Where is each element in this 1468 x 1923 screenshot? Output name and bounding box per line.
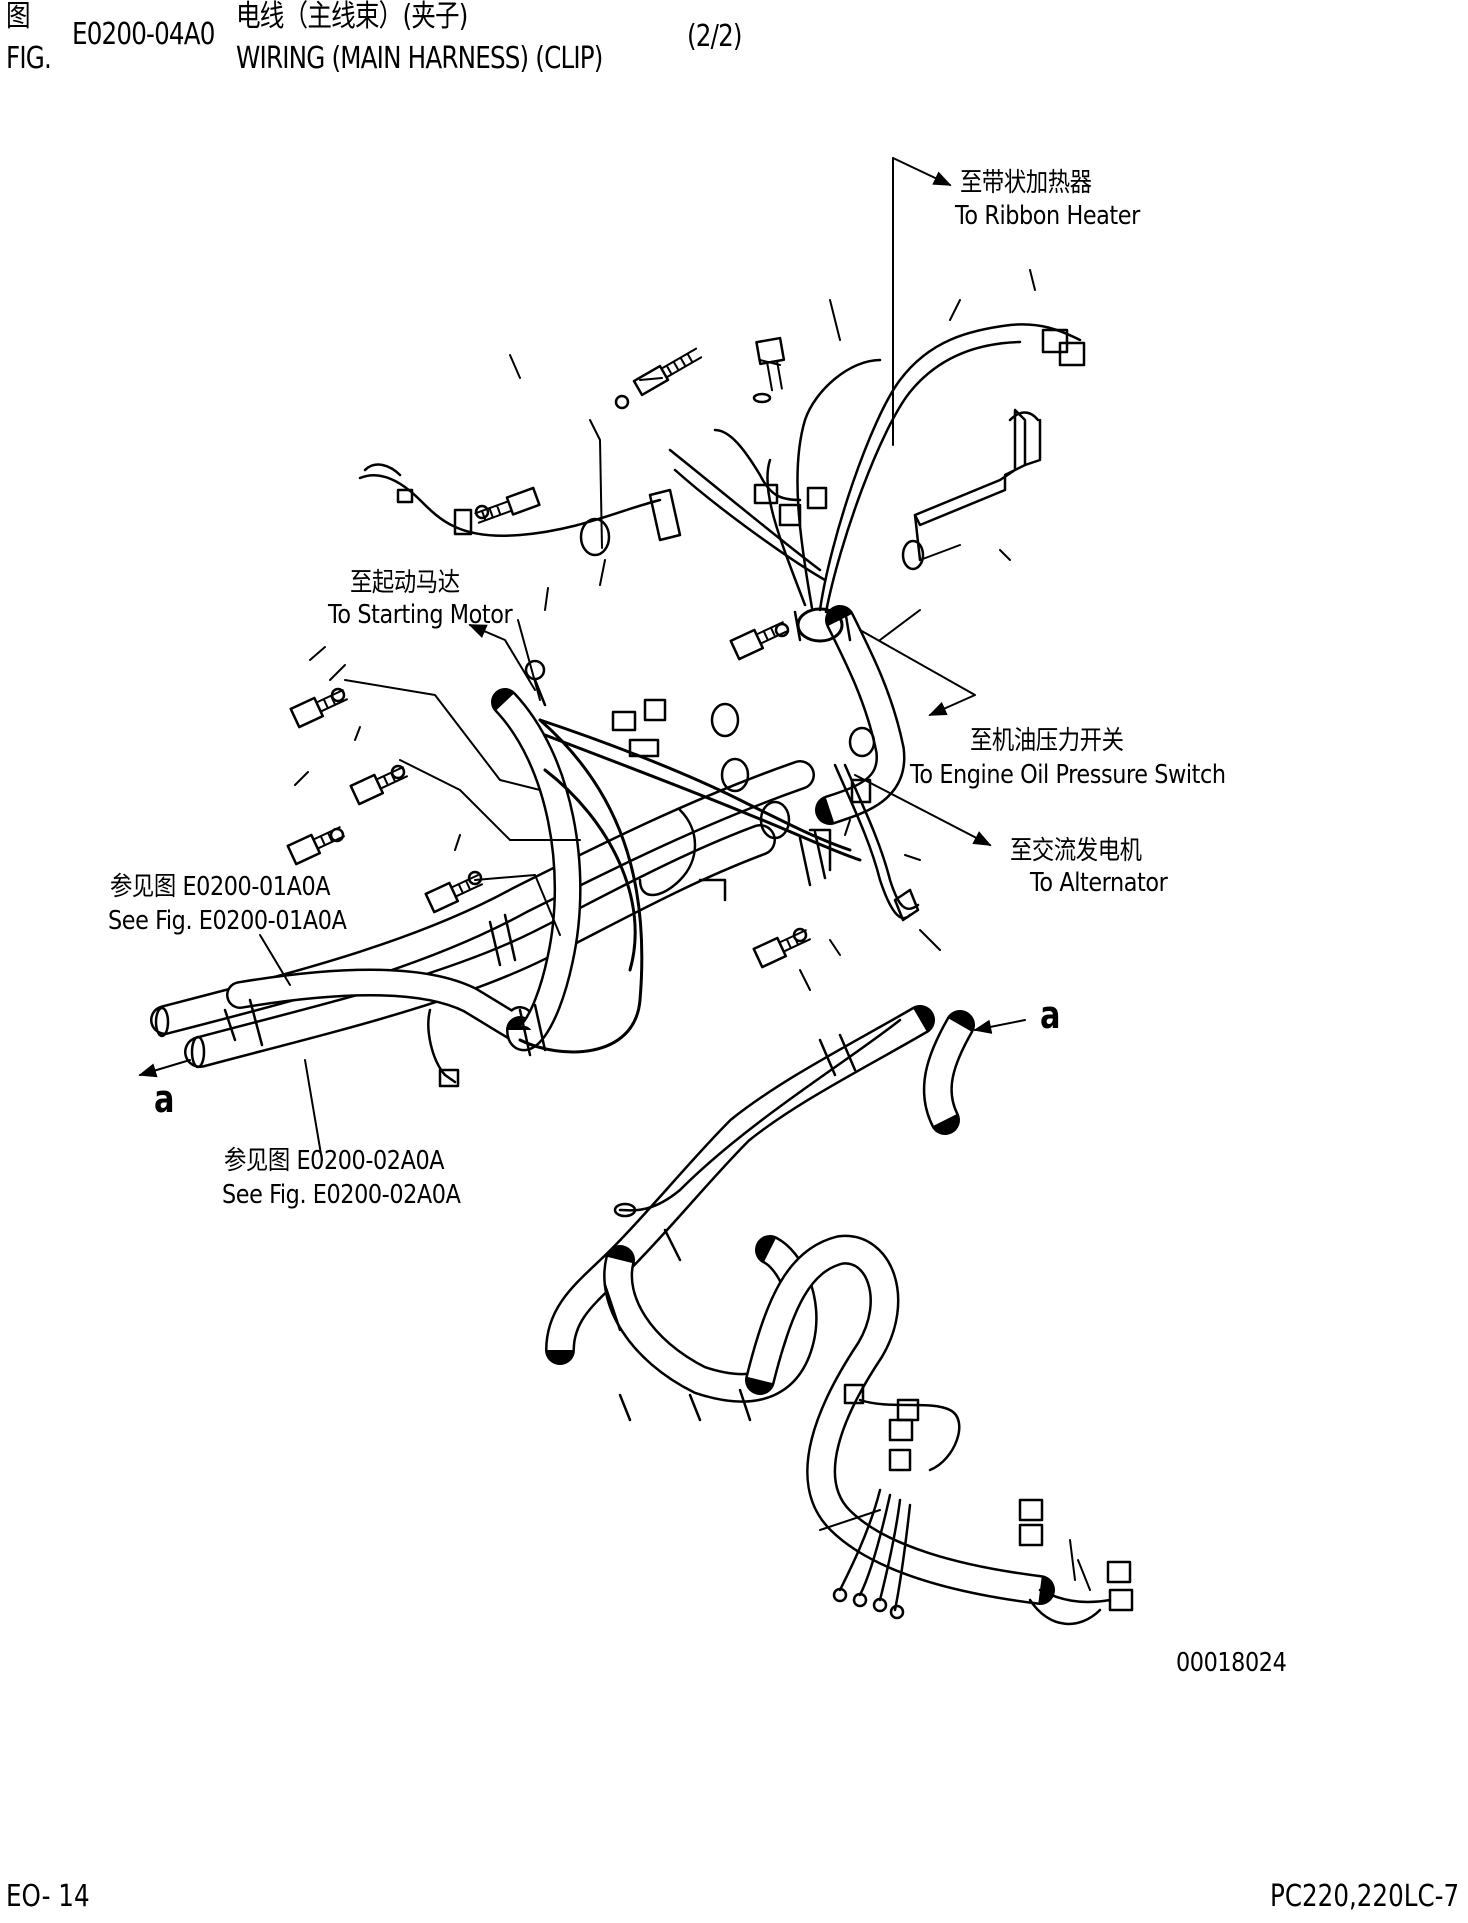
fig-label-cn: 图 xyxy=(6,0,31,34)
label-see-fig-02-cn: 参见图 E0200-02A0A xyxy=(224,1146,445,1176)
label-see-fig-02-en: See Fig. E0200-02A0A xyxy=(222,1180,461,1210)
image-code: 00018024 xyxy=(1176,1648,1287,1678)
bolt-5 xyxy=(349,766,408,806)
label-see-fig-01-cn: 参见图 E0200-01A0A xyxy=(110,872,331,902)
leader-lines xyxy=(259,269,1036,1161)
fig-label-en: FIG. xyxy=(6,41,52,76)
label-alternator-en: To Alternator xyxy=(1030,868,1168,898)
wire-bundle-center xyxy=(538,698,862,902)
label-oil-pressure-cn: 至机油压力开关 xyxy=(970,726,1124,756)
label-see-fig-01-en: See Fig. E0200-01A0A xyxy=(108,906,347,936)
label-oil-pressure-en: To Engine Oil Pressure Switch xyxy=(910,760,1226,790)
lower-connectors xyxy=(819,1383,1134,1626)
page-indicator: (2/2) xyxy=(687,19,743,54)
bolts xyxy=(286,336,811,969)
central-clamp xyxy=(793,607,852,643)
footer-page-id: EO- 14 xyxy=(6,1879,90,1914)
bolt-3 xyxy=(755,336,786,392)
fig-number: E0200-04A0 xyxy=(72,17,215,52)
marker-a-left: a xyxy=(154,1077,175,1121)
label-starting-motor-cn: 至起动马达 xyxy=(350,568,460,598)
label-alternator-cn: 至交流发电机 xyxy=(1010,836,1142,866)
harness-left-end xyxy=(138,998,460,1088)
title-cn: 电线（主线束）(夹子) xyxy=(236,0,468,34)
wires-alternator xyxy=(833,726,920,922)
harness-vertical-right xyxy=(815,605,906,825)
label-ribbon-heater-cn: 至带状加热器 xyxy=(960,168,1092,198)
wires-ribbon-heater xyxy=(766,323,1086,614)
bolt-6 xyxy=(286,826,345,866)
bolt-1 xyxy=(632,347,703,397)
bolt-8 xyxy=(729,621,788,661)
clamps-upper xyxy=(488,830,827,1057)
footer-model: PC220,220LC-7 xyxy=(1270,1879,1460,1914)
label-starting-motor-en: To Starting Motor xyxy=(328,600,513,630)
title-en: WIRING (MAIN HARNESS) (CLIP) xyxy=(236,41,603,76)
sensor-assembly-top-left xyxy=(358,448,827,582)
main-harness-lower xyxy=(545,1005,1055,1605)
cable-top-middle xyxy=(713,428,828,527)
bolt-4 xyxy=(289,689,348,729)
label-ribbon-heater-en: To Ribbon Heater xyxy=(955,201,1140,231)
ribbon-heater-pointer xyxy=(892,157,952,446)
marker-a-right: a xyxy=(1040,993,1061,1037)
bolt-7 xyxy=(424,874,483,914)
harness-loop-starting-motor xyxy=(491,688,644,1054)
bolt-2 xyxy=(474,486,541,524)
washer-1 xyxy=(614,394,630,410)
bracket-right xyxy=(901,408,1042,571)
bolt-9 xyxy=(752,929,811,969)
